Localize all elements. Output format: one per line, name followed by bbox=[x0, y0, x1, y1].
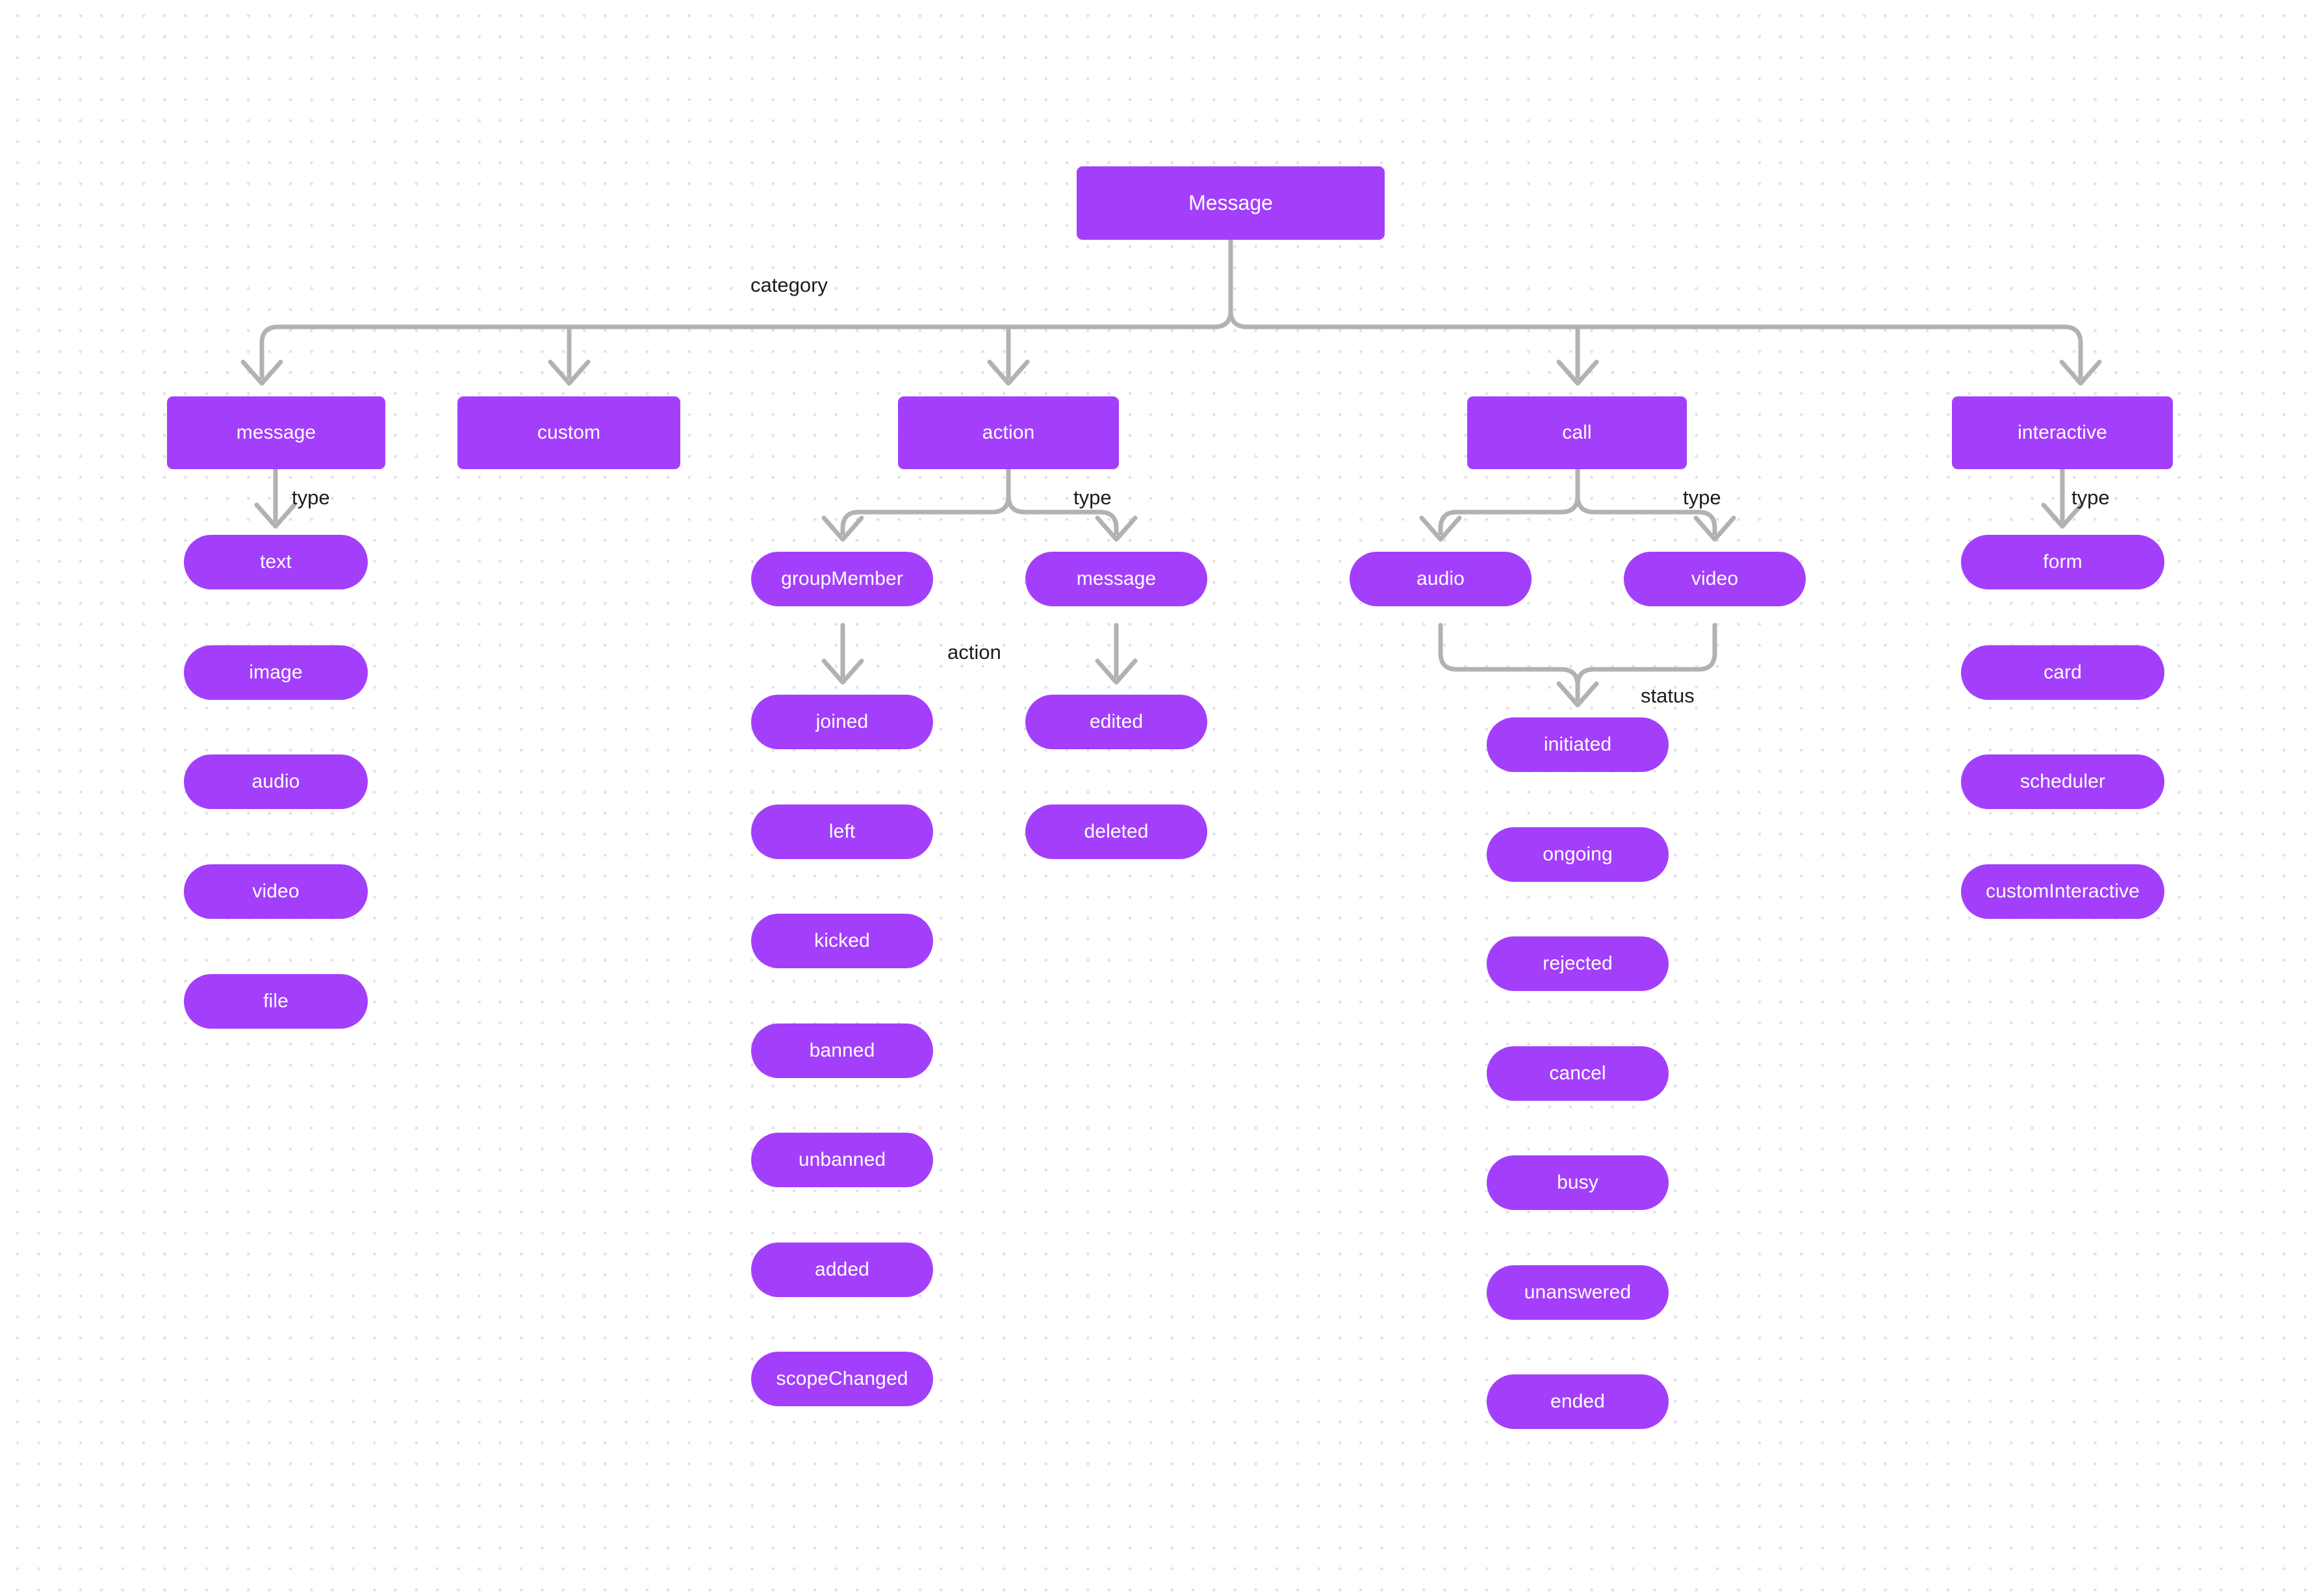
node-category-action[interactable]: action bbox=[898, 396, 1119, 469]
node-call-status-ended[interactable]: ended bbox=[1487, 1374, 1669, 1429]
node-interactive-type-custominteractive[interactable]: customInteractive bbox=[1961, 864, 2164, 919]
arrowhead-edited bbox=[1095, 658, 1138, 685]
node-groupmember-action-added[interactable]: added bbox=[751, 1242, 933, 1297]
node-message-action-edited[interactable]: edited bbox=[1025, 695, 1207, 749]
node-label: kicked bbox=[814, 929, 870, 951]
node-groupmember-action-unbanned[interactable]: unbanned bbox=[751, 1133, 933, 1187]
node-label: scheduler bbox=[2020, 770, 2105, 792]
node-label: Message bbox=[1188, 191, 1273, 215]
arrowhead-message bbox=[240, 359, 283, 386]
node-label: joined bbox=[815, 710, 869, 732]
arrowhead-joined bbox=[821, 658, 864, 685]
node-groupmember-action-left[interactable]: left bbox=[751, 804, 933, 859]
node-groupmember-action-kicked[interactable]: kicked bbox=[751, 914, 933, 968]
node-category-custom[interactable]: custom bbox=[457, 396, 680, 469]
edge-label-type-call: type bbox=[1683, 486, 1721, 509]
node-action-type-groupmember[interactable]: groupMember bbox=[751, 552, 933, 606]
node-message-action-deleted[interactable]: deleted bbox=[1025, 804, 1207, 859]
node-label: video bbox=[252, 880, 300, 902]
node-label: left bbox=[828, 820, 856, 842]
node-call-status-ongoing[interactable]: ongoing bbox=[1487, 827, 1669, 882]
edge-call-to-audio bbox=[1438, 467, 1580, 535]
node-groupmember-action-joined[interactable]: joined bbox=[751, 695, 933, 749]
arrowhead-call bbox=[1556, 359, 1599, 386]
node-call-status-cancel[interactable]: cancel bbox=[1487, 1046, 1669, 1101]
arrowhead-custom bbox=[548, 359, 591, 386]
node-label: groupMember bbox=[781, 567, 903, 589]
node-call-status-initiated[interactable]: initiated bbox=[1487, 717, 1669, 772]
node-label: video bbox=[1691, 567, 1739, 589]
node-message-type-text[interactable]: text bbox=[184, 535, 368, 589]
node-call-status-unanswered[interactable]: unanswered bbox=[1487, 1265, 1669, 1320]
node-call-type-audio[interactable]: audio bbox=[1350, 552, 1532, 606]
edge-label-type-interactive: type bbox=[2071, 486, 2110, 509]
node-interactive-type-form[interactable]: form bbox=[1961, 535, 2164, 589]
node-label: message bbox=[1076, 567, 1157, 589]
node-label: image bbox=[249, 661, 303, 683]
node-groupmember-action-scopechanged[interactable]: scopeChanged bbox=[751, 1352, 933, 1406]
edge-label-type-action: type bbox=[1073, 486, 1112, 509]
node-label: initiated bbox=[1543, 733, 1612, 755]
node-message-type-video[interactable]: video bbox=[184, 864, 368, 919]
arrowhead-interactive bbox=[2059, 359, 2102, 386]
node-action-type-message[interactable]: message bbox=[1025, 552, 1207, 606]
arrowhead-call-video bbox=[1693, 515, 1736, 542]
node-label: action bbox=[982, 421, 1035, 443]
node-label: edited bbox=[1089, 710, 1144, 732]
node-category-message[interactable]: message bbox=[167, 396, 385, 469]
node-label: ongoing bbox=[1543, 843, 1613, 865]
node-interactive-type-scheduler[interactable]: scheduler bbox=[1961, 754, 2164, 809]
node-category-interactive[interactable]: interactive bbox=[1952, 396, 2173, 469]
node-label: form bbox=[2043, 550, 2083, 573]
node-label: scopeChanged bbox=[776, 1367, 908, 1389]
arrowhead-action bbox=[987, 359, 1030, 386]
node-label: audio bbox=[1417, 567, 1465, 589]
node-category-call[interactable]: call bbox=[1467, 396, 1687, 469]
node-label: card bbox=[2044, 661, 2082, 683]
edge-label-action: action bbox=[947, 641, 1001, 663]
edge-action-to-groupmember bbox=[840, 467, 1011, 535]
node-label: customInteractive bbox=[1986, 880, 2140, 902]
node-message-type-audio[interactable]: audio bbox=[184, 754, 368, 809]
node-label: banned bbox=[809, 1039, 875, 1061]
arrowhead-actionmessage bbox=[1095, 515, 1138, 542]
arrowhead-initiated bbox=[1556, 681, 1599, 708]
node-root-message[interactable]: Message bbox=[1077, 166, 1385, 240]
edge-root-bus-right bbox=[1228, 237, 1255, 329]
node-label: busy bbox=[1557, 1171, 1598, 1193]
node-label: custom bbox=[537, 421, 601, 443]
node-label: interactive bbox=[2018, 421, 2107, 443]
node-label: file bbox=[263, 990, 288, 1012]
node-call-status-rejected[interactable]: rejected bbox=[1487, 936, 1669, 991]
node-label: audio bbox=[251, 770, 300, 792]
node-message-type-image[interactable]: image bbox=[184, 645, 368, 700]
node-call-status-busy[interactable]: busy bbox=[1487, 1155, 1669, 1210]
node-label: text bbox=[260, 550, 292, 573]
edge-label-status: status bbox=[1641, 684, 1695, 707]
edge-label-type-message: type bbox=[292, 486, 330, 509]
edge-root-bus-left bbox=[1206, 237, 1233, 329]
node-label: unanswered bbox=[1524, 1281, 1632, 1303]
node-label: message bbox=[236, 421, 316, 443]
node-label: ended bbox=[1550, 1390, 1605, 1412]
arrowhead-call-audio bbox=[1419, 515, 1462, 542]
node-label: added bbox=[815, 1258, 869, 1280]
node-label: deleted bbox=[1084, 820, 1149, 842]
node-label: call bbox=[1562, 421, 1592, 443]
node-call-type-video[interactable]: video bbox=[1624, 552, 1806, 606]
node-interactive-type-card[interactable]: card bbox=[1961, 645, 2164, 700]
node-label: cancel bbox=[1549, 1062, 1606, 1084]
node-label: unbanned bbox=[798, 1148, 886, 1170]
node-label: rejected bbox=[1543, 952, 1613, 974]
edge-bus-to-interactive bbox=[2062, 324, 2083, 380]
arrowhead-text bbox=[254, 502, 297, 529]
edge-audio-to-initiated bbox=[1438, 623, 1580, 701]
arrowhead-groupmember bbox=[821, 515, 864, 542]
node-message-type-file[interactable]: file bbox=[184, 974, 368, 1029]
node-groupmember-action-banned[interactable]: banned bbox=[751, 1023, 933, 1078]
edge-bus-to-message bbox=[259, 324, 281, 380]
edge-label-category: category bbox=[750, 274, 828, 296]
